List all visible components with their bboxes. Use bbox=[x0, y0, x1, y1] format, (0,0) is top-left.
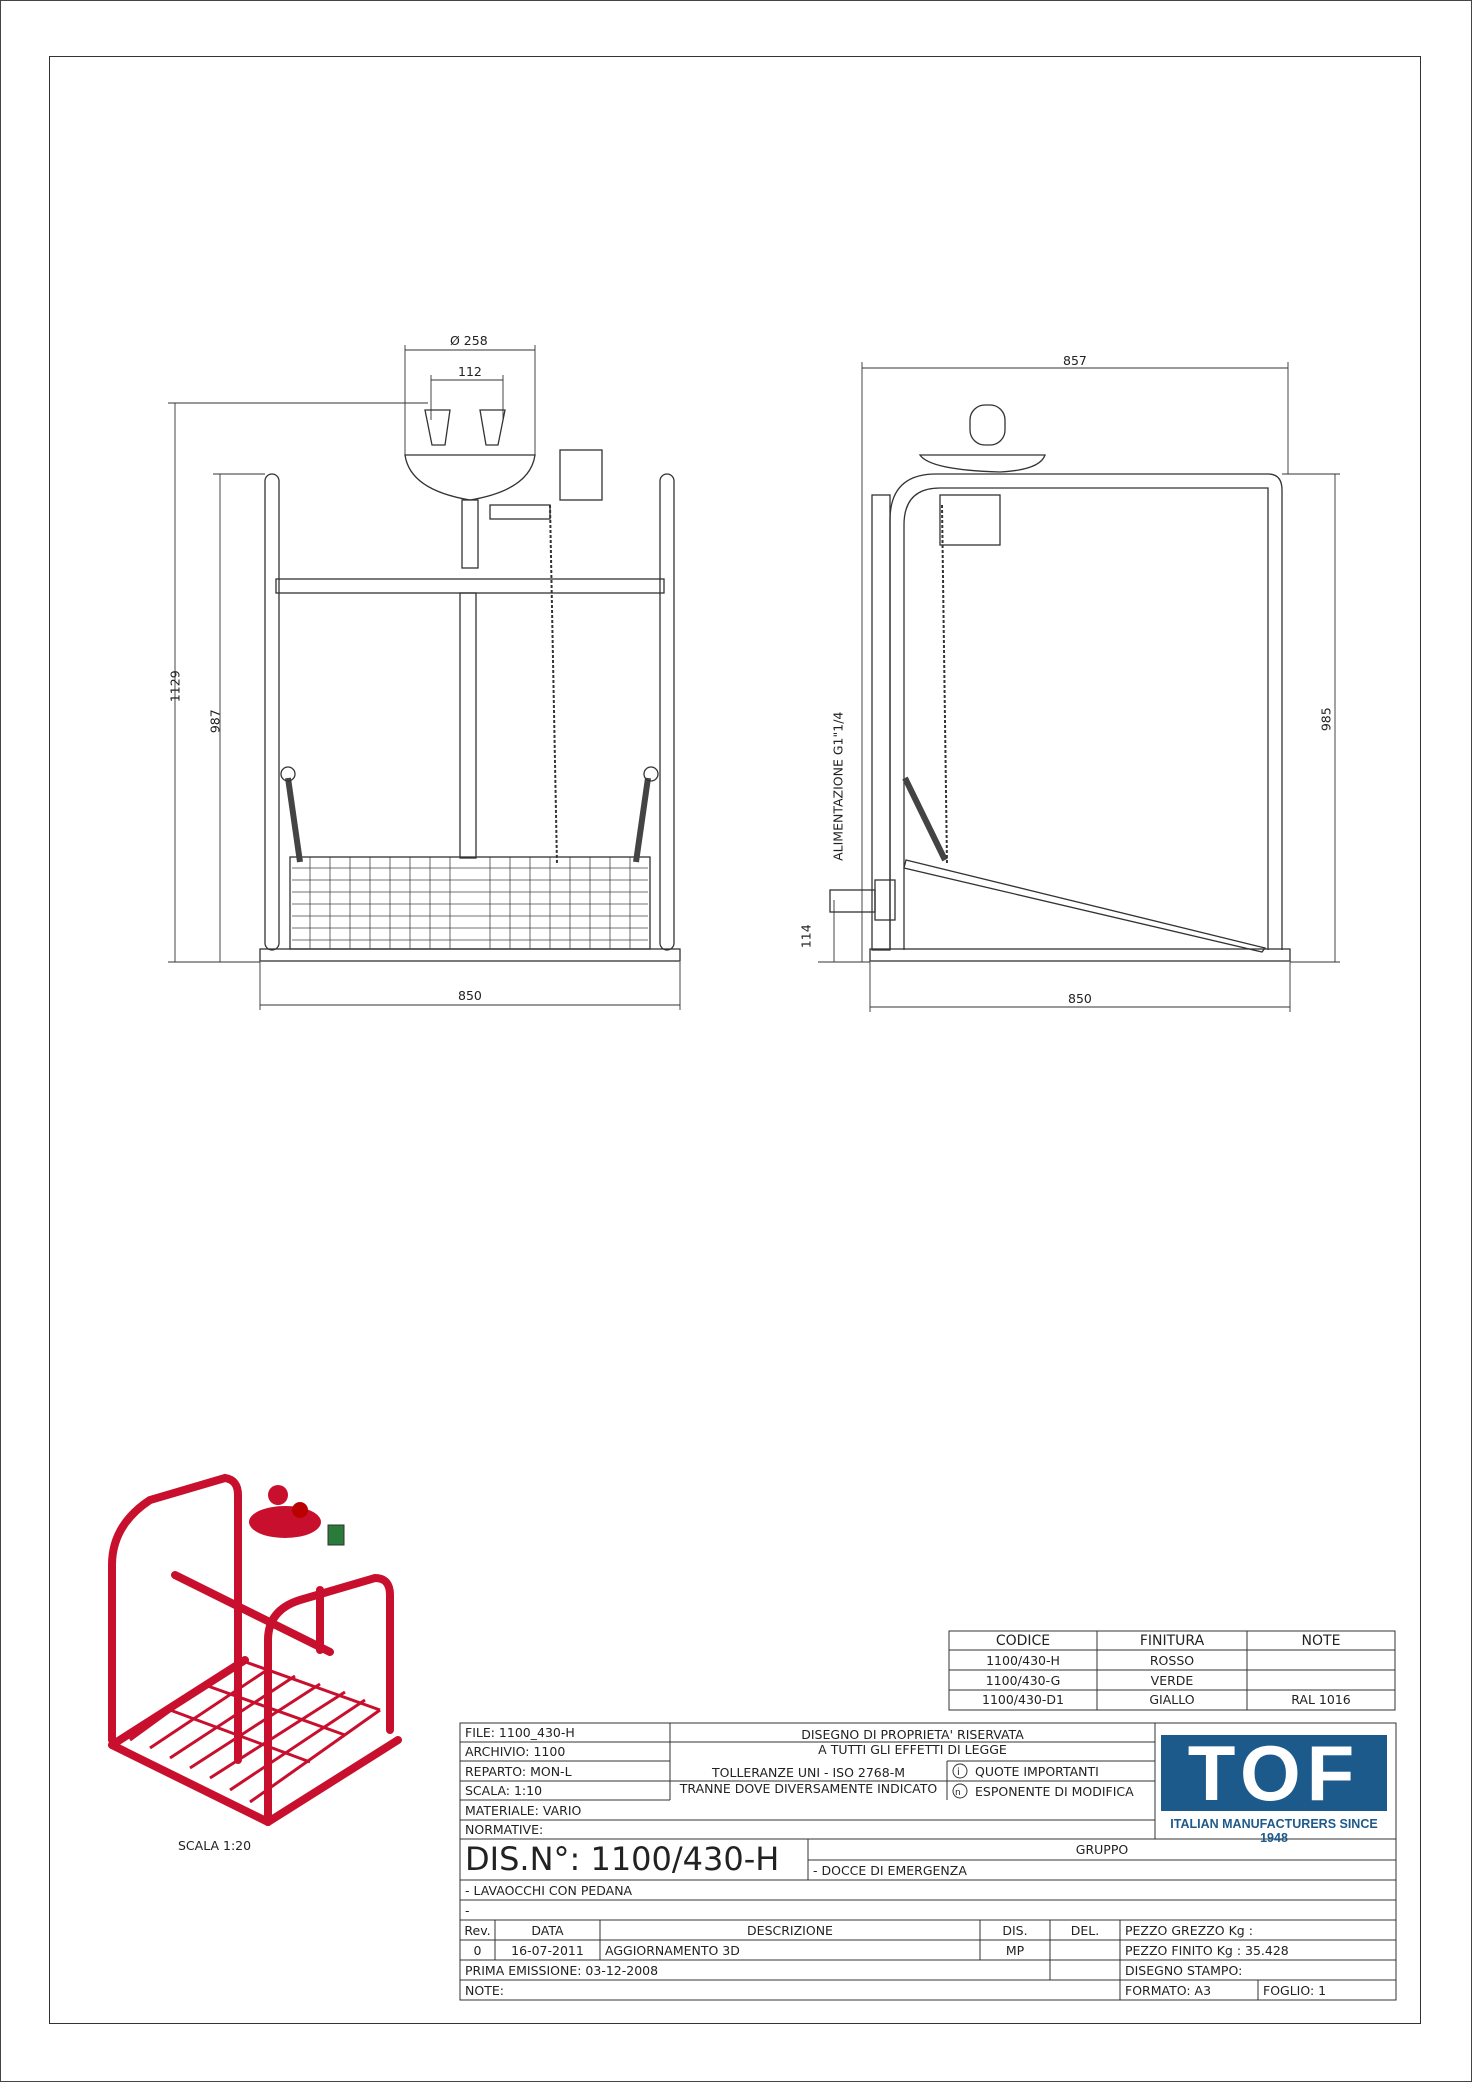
svg-text:n: n bbox=[955, 1788, 961, 1798]
gruppo-label: GRUPPO bbox=[1075, 1842, 1129, 1857]
drawing-frame bbox=[49, 56, 1421, 2024]
table-cell: ROSSO bbox=[1149, 1653, 1195, 1668]
foglio-field: FOGLIO: 1 bbox=[1263, 1983, 1327, 1998]
rev-cell: 16-07-2011 bbox=[511, 1943, 584, 1958]
rev-header: DEL. bbox=[1070, 1923, 1100, 1938]
table-cell: 1100/430-G bbox=[985, 1673, 1061, 1688]
tof-logo: TOF ITALIAN MANUFACTURERS SINCE 1948 bbox=[1158, 1725, 1390, 1845]
rev-header: DESCRIZIONE bbox=[747, 1923, 833, 1938]
esponente-modifica: ESPONENTE DI MODIFICA bbox=[975, 1784, 1134, 1799]
archivio-field: ARCHIVIO: 1100 bbox=[465, 1744, 566, 1759]
property-line-1: DISEGNO DI PROPRIETA' RISERVATA bbox=[801, 1727, 1024, 1742]
prima-emissione: PRIMA EMISSIONE: 03-12-2008 bbox=[465, 1963, 659, 1978]
description-line-2: - bbox=[465, 1903, 470, 1918]
logo-tagline: ITALIAN MANUFACTURERS SINCE 1948 bbox=[1170, 1817, 1378, 1845]
pezzo-finito: PEZZO FINITO Kg : 35.428 bbox=[1125, 1943, 1289, 1958]
file-field: FILE: 1100_430-H bbox=[465, 1725, 575, 1740]
rev-cell: AGGIORNAMENTO 3D bbox=[605, 1943, 740, 1958]
normative-field: NORMATIVE: bbox=[465, 1822, 544, 1837]
rev-cell: 0 bbox=[473, 1943, 482, 1958]
dim-width: 850 bbox=[458, 988, 482, 1003]
quote-importanti: QUOTE IMPORTANTI bbox=[975, 1764, 1099, 1779]
tolerance-line-2: TRANNE DOVE DIVERSAMENTE INDICATO bbox=[679, 1781, 938, 1796]
tolerance-line-1: TOLLERANZE UNI - ISO 2768-M bbox=[712, 1765, 905, 1780]
dim-depth-bottom: 850 bbox=[1068, 991, 1092, 1006]
table-cell: VERDE bbox=[1150, 1673, 1194, 1688]
rev-header: DATA bbox=[531, 1923, 564, 1938]
svg-text:i: i bbox=[957, 1767, 960, 1778]
dim-nozzle-spacing: 112 bbox=[458, 364, 482, 379]
rev-header: DIS. bbox=[1002, 1923, 1028, 1938]
scala-field: SCALA: 1:10 bbox=[465, 1783, 543, 1798]
table-header-finitura: FINITURA bbox=[1139, 1633, 1205, 1649]
note-field: NOTE: bbox=[465, 1983, 504, 1998]
description-line: - LAVAOCCHI CON PEDANA bbox=[465, 1883, 633, 1898]
drawing-number: DIS.N°: 1100/430-H bbox=[465, 1840, 780, 1878]
iso-scale-label: SCALA 1:20 bbox=[178, 1838, 252, 1853]
table-cell: 1100/430-D1 bbox=[982, 1692, 1064, 1707]
rev-cell: MP bbox=[1005, 1943, 1025, 1958]
table-header-note: NOTE bbox=[1301, 1633, 1341, 1649]
pezzo-grezzo: PEZZO GREZZO Kg : bbox=[1125, 1923, 1253, 1938]
dim-bowl-diameter: Ø 258 bbox=[450, 333, 488, 348]
table-cell: GIALLO bbox=[1149, 1692, 1195, 1707]
table-header-codice: CODICE bbox=[995, 1633, 1051, 1649]
property-line-2: A TUTTI GLI EFFETTI DI LEGGE bbox=[818, 1742, 1007, 1757]
materiale-field: MATERIALE: VARIO bbox=[465, 1803, 582, 1818]
gruppo-value: - DOCCE DI EMERGENZA bbox=[813, 1863, 967, 1878]
table-cell: 1100/430-H bbox=[986, 1653, 1060, 1668]
rev-header: Rev. bbox=[464, 1923, 491, 1938]
disegno-stampo: DISEGNO STAMPO: bbox=[1125, 1963, 1243, 1978]
logo-background bbox=[1161, 1735, 1387, 1811]
dim-depth-top: 857 bbox=[1063, 353, 1087, 368]
reparto-field: REPARTO: MON-L bbox=[465, 1764, 572, 1779]
logo-text: TOF bbox=[1187, 1729, 1361, 1817]
table-cell: RAL 1016 bbox=[1291, 1692, 1351, 1707]
formato-field: FORMATO: A3 bbox=[1125, 1983, 1212, 1998]
